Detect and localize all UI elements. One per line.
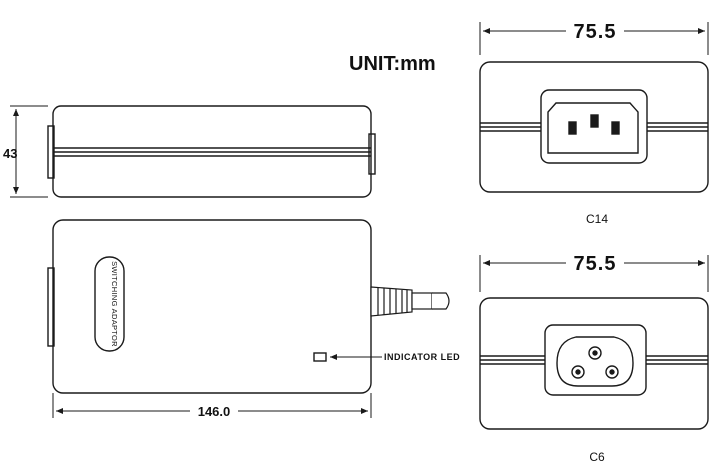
c14-socket-frame (540, 89, 648, 164)
c14-inlet (547, 102, 639, 154)
top-view-body (52, 219, 372, 394)
width-dimension-label: 146.0 (198, 404, 231, 419)
end-view-c6 (479, 255, 709, 430)
top-view-left-foot (47, 267, 55, 347)
c14-pin-earth (590, 114, 599, 128)
top-view (47, 219, 450, 418)
height-dimension-label: 43 (3, 146, 17, 161)
indicator-led (313, 352, 327, 362)
side-view (10, 105, 376, 198)
c6-inlet (556, 336, 634, 387)
c6-width-label: 75.5 (574, 253, 617, 275)
c6-socket-frame (544, 324, 647, 396)
end-view-c14 (479, 22, 709, 193)
switching-adaptor-badge (94, 256, 125, 352)
indicator-led-label: INDICATOR LED (384, 352, 460, 362)
cable-strain-relief (370, 286, 450, 317)
side-view-right-foot (368, 133, 376, 175)
c6-pin-left (571, 365, 585, 379)
c14-pin-right (611, 121, 620, 135)
unit-label: UNIT:mm (349, 53, 436, 75)
c14-caption: C14 (586, 212, 608, 226)
badge-text: SWITCHING ADAPTOR (110, 261, 119, 347)
c6-pin-earth (588, 346, 602, 360)
c6-caption: C6 (589, 450, 605, 464)
c6-pin-right (605, 365, 619, 379)
c14-width-label: 75.5 (574, 21, 617, 43)
c14-pin-left (568, 121, 577, 135)
